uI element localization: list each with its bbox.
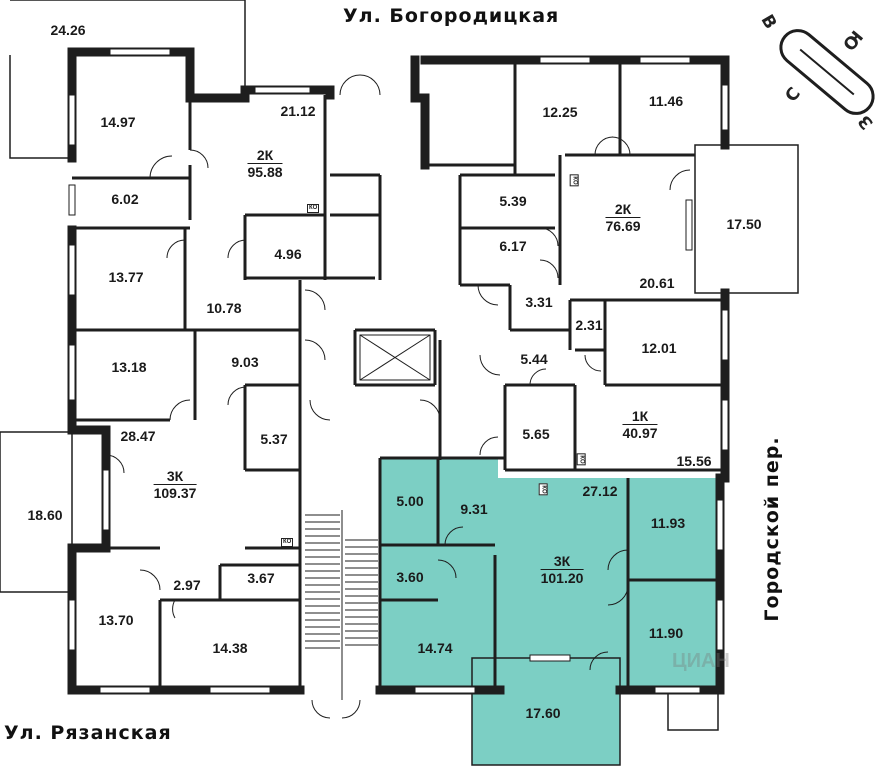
street-label-right: Городской пер.: [761, 436, 783, 622]
apartment-area: 40.97: [622, 424, 658, 441]
ko-marker: КО: [569, 174, 579, 187]
room-area: 6.02: [111, 191, 139, 207]
apartment-area: 95.88: [247, 163, 283, 180]
apartment-type: 2К: [256, 147, 274, 163]
apartment-label: 1К 40.97: [622, 408, 658, 441]
room-area: 12.25: [542, 104, 578, 120]
room-area: 5.37: [260, 431, 288, 447]
elevator-shaft: [359, 334, 431, 381]
apartment-type: 3К: [166, 468, 184, 484]
apartment-label: 2К 76.69: [605, 201, 641, 234]
watermark: ЦИАН: [672, 650, 730, 672]
apartment-area: 109.37: [153, 484, 197, 501]
room-area: 3.67: [247, 570, 275, 586]
room-area: 13.70: [98, 612, 134, 628]
room-area: 18.60: [27, 507, 63, 523]
room-area: 28.47: [120, 428, 156, 444]
room-area: 21.12: [280, 103, 316, 119]
room-area: 5.44: [520, 351, 548, 367]
room-area: 13.18: [111, 359, 147, 375]
apartment-label: 2К 95.88: [247, 147, 283, 180]
room-area: 11.46: [648, 93, 684, 109]
room-area: 3.31: [525, 294, 553, 310]
room-area: 27.12: [582, 483, 618, 499]
apartment-label: 3К 101.20: [540, 553, 584, 586]
room-area: 17.50: [726, 216, 762, 232]
room-area: 9.03: [231, 354, 259, 370]
interior-walls: [72, 60, 725, 690]
room-area: 6.17: [499, 238, 527, 254]
room-area: 15.56: [676, 453, 712, 469]
ko-marker: КО: [538, 483, 548, 496]
room-area: 14.74: [417, 640, 453, 656]
room-area: 12.01: [641, 340, 677, 356]
windows: [68, 48, 729, 694]
room-area: 24.26: [50, 22, 86, 38]
room-area: 14.38: [212, 640, 248, 656]
apartment-label: 3К 109.37: [153, 468, 197, 501]
apartment-area: 76.69: [605, 217, 641, 234]
room-area: 5.00: [396, 493, 424, 509]
room-area: 4.96: [274, 246, 302, 262]
room-area: 13.77: [108, 269, 144, 285]
apartment-type: 2К: [614, 201, 632, 217]
room-area: 17.60: [525, 705, 561, 721]
room-area: 9.31: [460, 501, 488, 517]
apartment-type: 1К: [631, 408, 649, 424]
ko-marker: КО: [281, 538, 294, 547]
street-label-top: Ул. Богородицкая: [343, 5, 560, 27]
staircase: [305, 510, 378, 700]
ko-marker: КО: [307, 204, 320, 213]
room-area: 11.93: [650, 515, 686, 531]
room-area: 5.65: [522, 426, 550, 442]
room-area: 2.31: [575, 317, 603, 333]
apartment-type: 3К: [553, 553, 571, 569]
room-area: 14.97: [100, 114, 136, 130]
doors: [105, 74, 691, 719]
room-area: 10.78: [206, 300, 242, 316]
room-area: 5.39: [499, 193, 527, 209]
ko-marker: КО: [576, 453, 586, 466]
compass-icon: [779, 29, 875, 115]
room-area: 11.90: [648, 625, 684, 641]
street-label-bottom: Ул. Рязанская: [4, 722, 172, 744]
room-area: 20.61: [639, 275, 675, 291]
apartment-area: 101.20: [540, 569, 584, 586]
room-area: 3.60: [396, 569, 424, 585]
room-area: 2.97: [173, 577, 201, 593]
